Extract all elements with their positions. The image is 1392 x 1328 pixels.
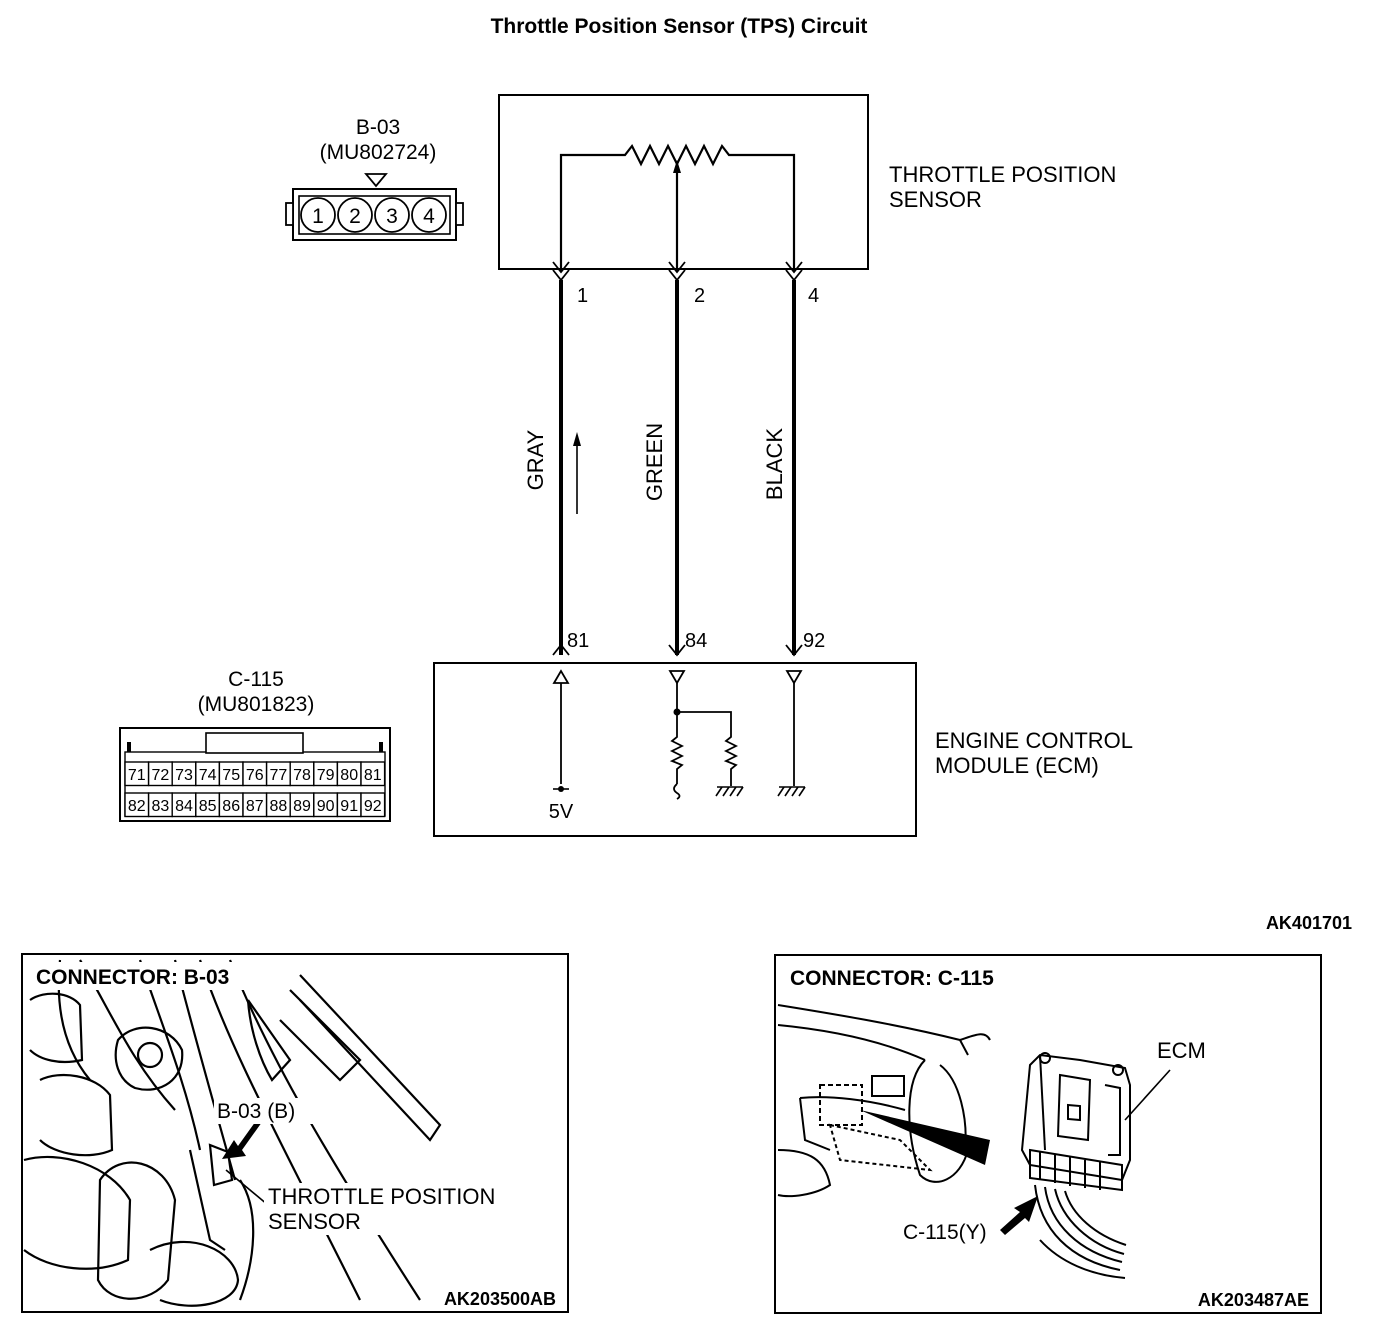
photo-right-ecm-label: ECM bbox=[1157, 1038, 1206, 1063]
photo-left-code: AK203500AB bbox=[444, 1289, 556, 1309]
photo-right-title: CONNECTOR: C-115 bbox=[790, 967, 994, 990]
c115-pin-72: 72 bbox=[152, 767, 170, 784]
c115-pin-77: 77 bbox=[270, 767, 288, 784]
ecm-unit-illustration bbox=[1020, 1052, 1131, 1279]
ecm-84-open-end bbox=[673, 783, 681, 800]
sensor-pin-4: 4 bbox=[808, 285, 819, 307]
5v-terminal-dot bbox=[558, 786, 564, 792]
c115-pin-cell bbox=[360, 792, 386, 818]
b03-pin-1: 1 bbox=[312, 205, 324, 228]
c115-pin-85: 85 bbox=[199, 798, 217, 815]
photo-left-title-bg bbox=[30, 962, 270, 990]
c115-pin-74: 74 bbox=[199, 767, 217, 784]
ground-symbol-icon bbox=[715, 786, 744, 797]
c115-side-notch-left bbox=[127, 742, 131, 752]
wire-label-green: GREEN bbox=[642, 423, 667, 501]
sensor-pin-1: 1 bbox=[577, 285, 588, 307]
b03-tab-left bbox=[285, 202, 294, 226]
wire-label-gray: GRAY bbox=[523, 429, 548, 490]
c115-pin-91: 91 bbox=[340, 798, 358, 815]
c115-pin-grid: 71 72 73 74 75 76 77 78 79 80 81 82 83 84 85 86 87 88 89 90… bbox=[124, 761, 386, 818]
c115-pin-87: 87 bbox=[246, 798, 264, 815]
sensor-label-line1: THROTTLE POSITION bbox=[889, 162, 1116, 187]
c115-pin-92: 92 bbox=[364, 798, 382, 815]
photo-left-label-line2: SENSOR bbox=[268, 1209, 361, 1234]
figure-code: AK401701 bbox=[1266, 913, 1352, 933]
ecm-leader-line bbox=[1124, 1069, 1171, 1121]
c115-pin-cell bbox=[360, 761, 386, 787]
wire-label-black: BLACK bbox=[762, 428, 787, 500]
ecm-label-line1: ENGINE CONTROL bbox=[935, 728, 1133, 753]
magnify-wedge bbox=[860, 1110, 990, 1165]
c115-pin-82: 82 bbox=[128, 798, 146, 815]
b03-pins bbox=[300, 197, 447, 233]
b03-part: (MU802724) bbox=[320, 141, 437, 164]
ecm-84-pulldown bbox=[677, 711, 739, 786]
photo-panel-c115 bbox=[774, 954, 1322, 1314]
c115-pin-84: 84 bbox=[175, 798, 193, 815]
b03-pin-2: 2 bbox=[349, 205, 361, 228]
c115-pin-81: 81 bbox=[364, 767, 382, 784]
sensor-pin-2: 2 bbox=[694, 285, 705, 307]
wiper-arrow-icon bbox=[673, 160, 681, 173]
photo-left-title: CONNECTOR: B-03 bbox=[36, 966, 229, 989]
c115-pin-76: 76 bbox=[246, 767, 264, 784]
ecm-box bbox=[433, 662, 917, 837]
photo-left-code-bg bbox=[432, 1286, 562, 1308]
diagram-title: Throttle Position Sensor (TPS) Circuit bbox=[491, 15, 868, 38]
photo-right-code: AK203487AE bbox=[1198, 1290, 1309, 1310]
photo-left-callout-bg bbox=[214, 1098, 314, 1124]
c115-name: C-115 bbox=[228, 668, 284, 691]
c115-pointer-arrow-icon bbox=[1000, 1196, 1038, 1235]
ecm-pin-chevrons bbox=[552, 643, 803, 657]
ecm-input-triangle-81 bbox=[552, 669, 570, 684]
ecm-pin-81: 81 bbox=[567, 630, 589, 652]
b03-tab-right bbox=[455, 202, 464, 226]
c115-pin-90: 90 bbox=[317, 798, 335, 815]
photo-right-callout: C-115(Y) bbox=[903, 1221, 987, 1244]
ecm-pin-84: 84 bbox=[685, 630, 707, 652]
photo-left-label-line1: THROTTLE POSITION bbox=[268, 1184, 495, 1209]
b03-pin-3: 3 bbox=[386, 205, 398, 228]
sensor-label-line2: SENSOR bbox=[889, 187, 982, 212]
c115-pin-83: 83 bbox=[152, 798, 170, 815]
c115-pin-80: 80 bbox=[340, 767, 358, 784]
b03-name: B-03 bbox=[356, 116, 400, 139]
photo-left-label-bg bbox=[264, 1183, 526, 1235]
c115-pin-89: 89 bbox=[293, 798, 311, 815]
photo-left-callout: B-03 (B) bbox=[217, 1100, 295, 1123]
ecm-supply-label: 5V bbox=[549, 801, 574, 823]
sensor-box bbox=[498, 94, 869, 270]
b03-pin-4: 4 bbox=[423, 205, 435, 228]
c115-side-notch-right bbox=[379, 742, 383, 752]
ecm-pin-92: 92 bbox=[803, 630, 825, 652]
c115-pin-79: 79 bbox=[317, 767, 335, 784]
ecm-input-triangle-92 bbox=[785, 670, 803, 685]
c115-pin-86: 86 bbox=[222, 798, 240, 815]
c115-key bbox=[205, 732, 304, 754]
photo-pointer-arrow-icon bbox=[222, 1118, 262, 1159]
c115-pin-78: 78 bbox=[293, 767, 311, 784]
c115-pin-75: 75 bbox=[222, 767, 240, 784]
c115-pin-88: 88 bbox=[270, 798, 288, 815]
c115-pin-73: 73 bbox=[175, 767, 193, 784]
sensor-leader-line bbox=[225, 1169, 269, 1206]
ground-symbol-icon bbox=[777, 786, 806, 797]
photo-panel-b03 bbox=[21, 953, 569, 1313]
ecm-84-circuit bbox=[669, 683, 685, 784]
b03-key-triangle bbox=[364, 173, 388, 188]
c115-part: (MU801823) bbox=[198, 693, 315, 716]
ecm-input-triangle-84 bbox=[668, 670, 686, 685]
c115-pin-71: 71 bbox=[128, 767, 146, 784]
ecm-label-line2: MODULE (ECM) bbox=[935, 753, 1099, 778]
flow-arrow-icon bbox=[573, 432, 581, 446]
